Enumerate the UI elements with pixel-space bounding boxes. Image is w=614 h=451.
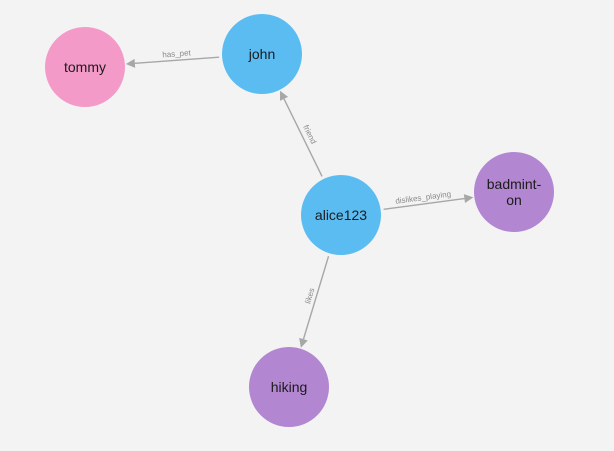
arrowhead-icon: [125, 58, 136, 68]
edge-john-tommy[interactable]: has_pet: [125, 48, 220, 68]
edge-label: dislikes_playing: [395, 189, 452, 205]
arrowhead-icon: [463, 194, 474, 204]
node-badminton[interactable]: badmint-on: [474, 152, 554, 232]
node-alice123[interactable]: alice123: [301, 175, 381, 255]
node-circle[interactable]: [249, 347, 329, 427]
node-hiking[interactable]: hiking: [249, 347, 329, 427]
edge-label: has_pet: [162, 48, 192, 59]
node-label: hiking: [271, 379, 308, 395]
edge-line: [283, 98, 323, 177]
node-label: alice123: [315, 207, 367, 223]
edge-line: [134, 56, 220, 65]
node-circle[interactable]: [474, 152, 554, 232]
node-label: badmint-: [487, 176, 542, 192]
node-circle[interactable]: [222, 14, 302, 94]
edge-alice123-john[interactable]: friend: [279, 90, 323, 177]
node-john[interactable]: john: [222, 14, 302, 94]
node-label: john: [248, 46, 275, 62]
node-circle[interactable]: [45, 27, 125, 107]
nodes-layer: tommy john alice123 badmint-on hiking: [45, 14, 554, 427]
node-tommy[interactable]: tommy: [45, 27, 125, 107]
edge-alice123-hiking[interactable]: likes: [299, 255, 330, 348]
edge-alice123-badminton[interactable]: dislikes_playing: [383, 189, 474, 211]
node-circle[interactable]: [301, 175, 381, 255]
node-label: tommy: [64, 59, 106, 75]
arrowhead-icon: [299, 337, 308, 348]
edge-label: friend: [301, 123, 318, 145]
edge-label: likes: [303, 287, 316, 305]
arrowhead-icon: [279, 90, 289, 101]
edge-line: [383, 197, 465, 211]
node-label: on: [506, 192, 522, 208]
edge-line: [302, 255, 330, 340]
